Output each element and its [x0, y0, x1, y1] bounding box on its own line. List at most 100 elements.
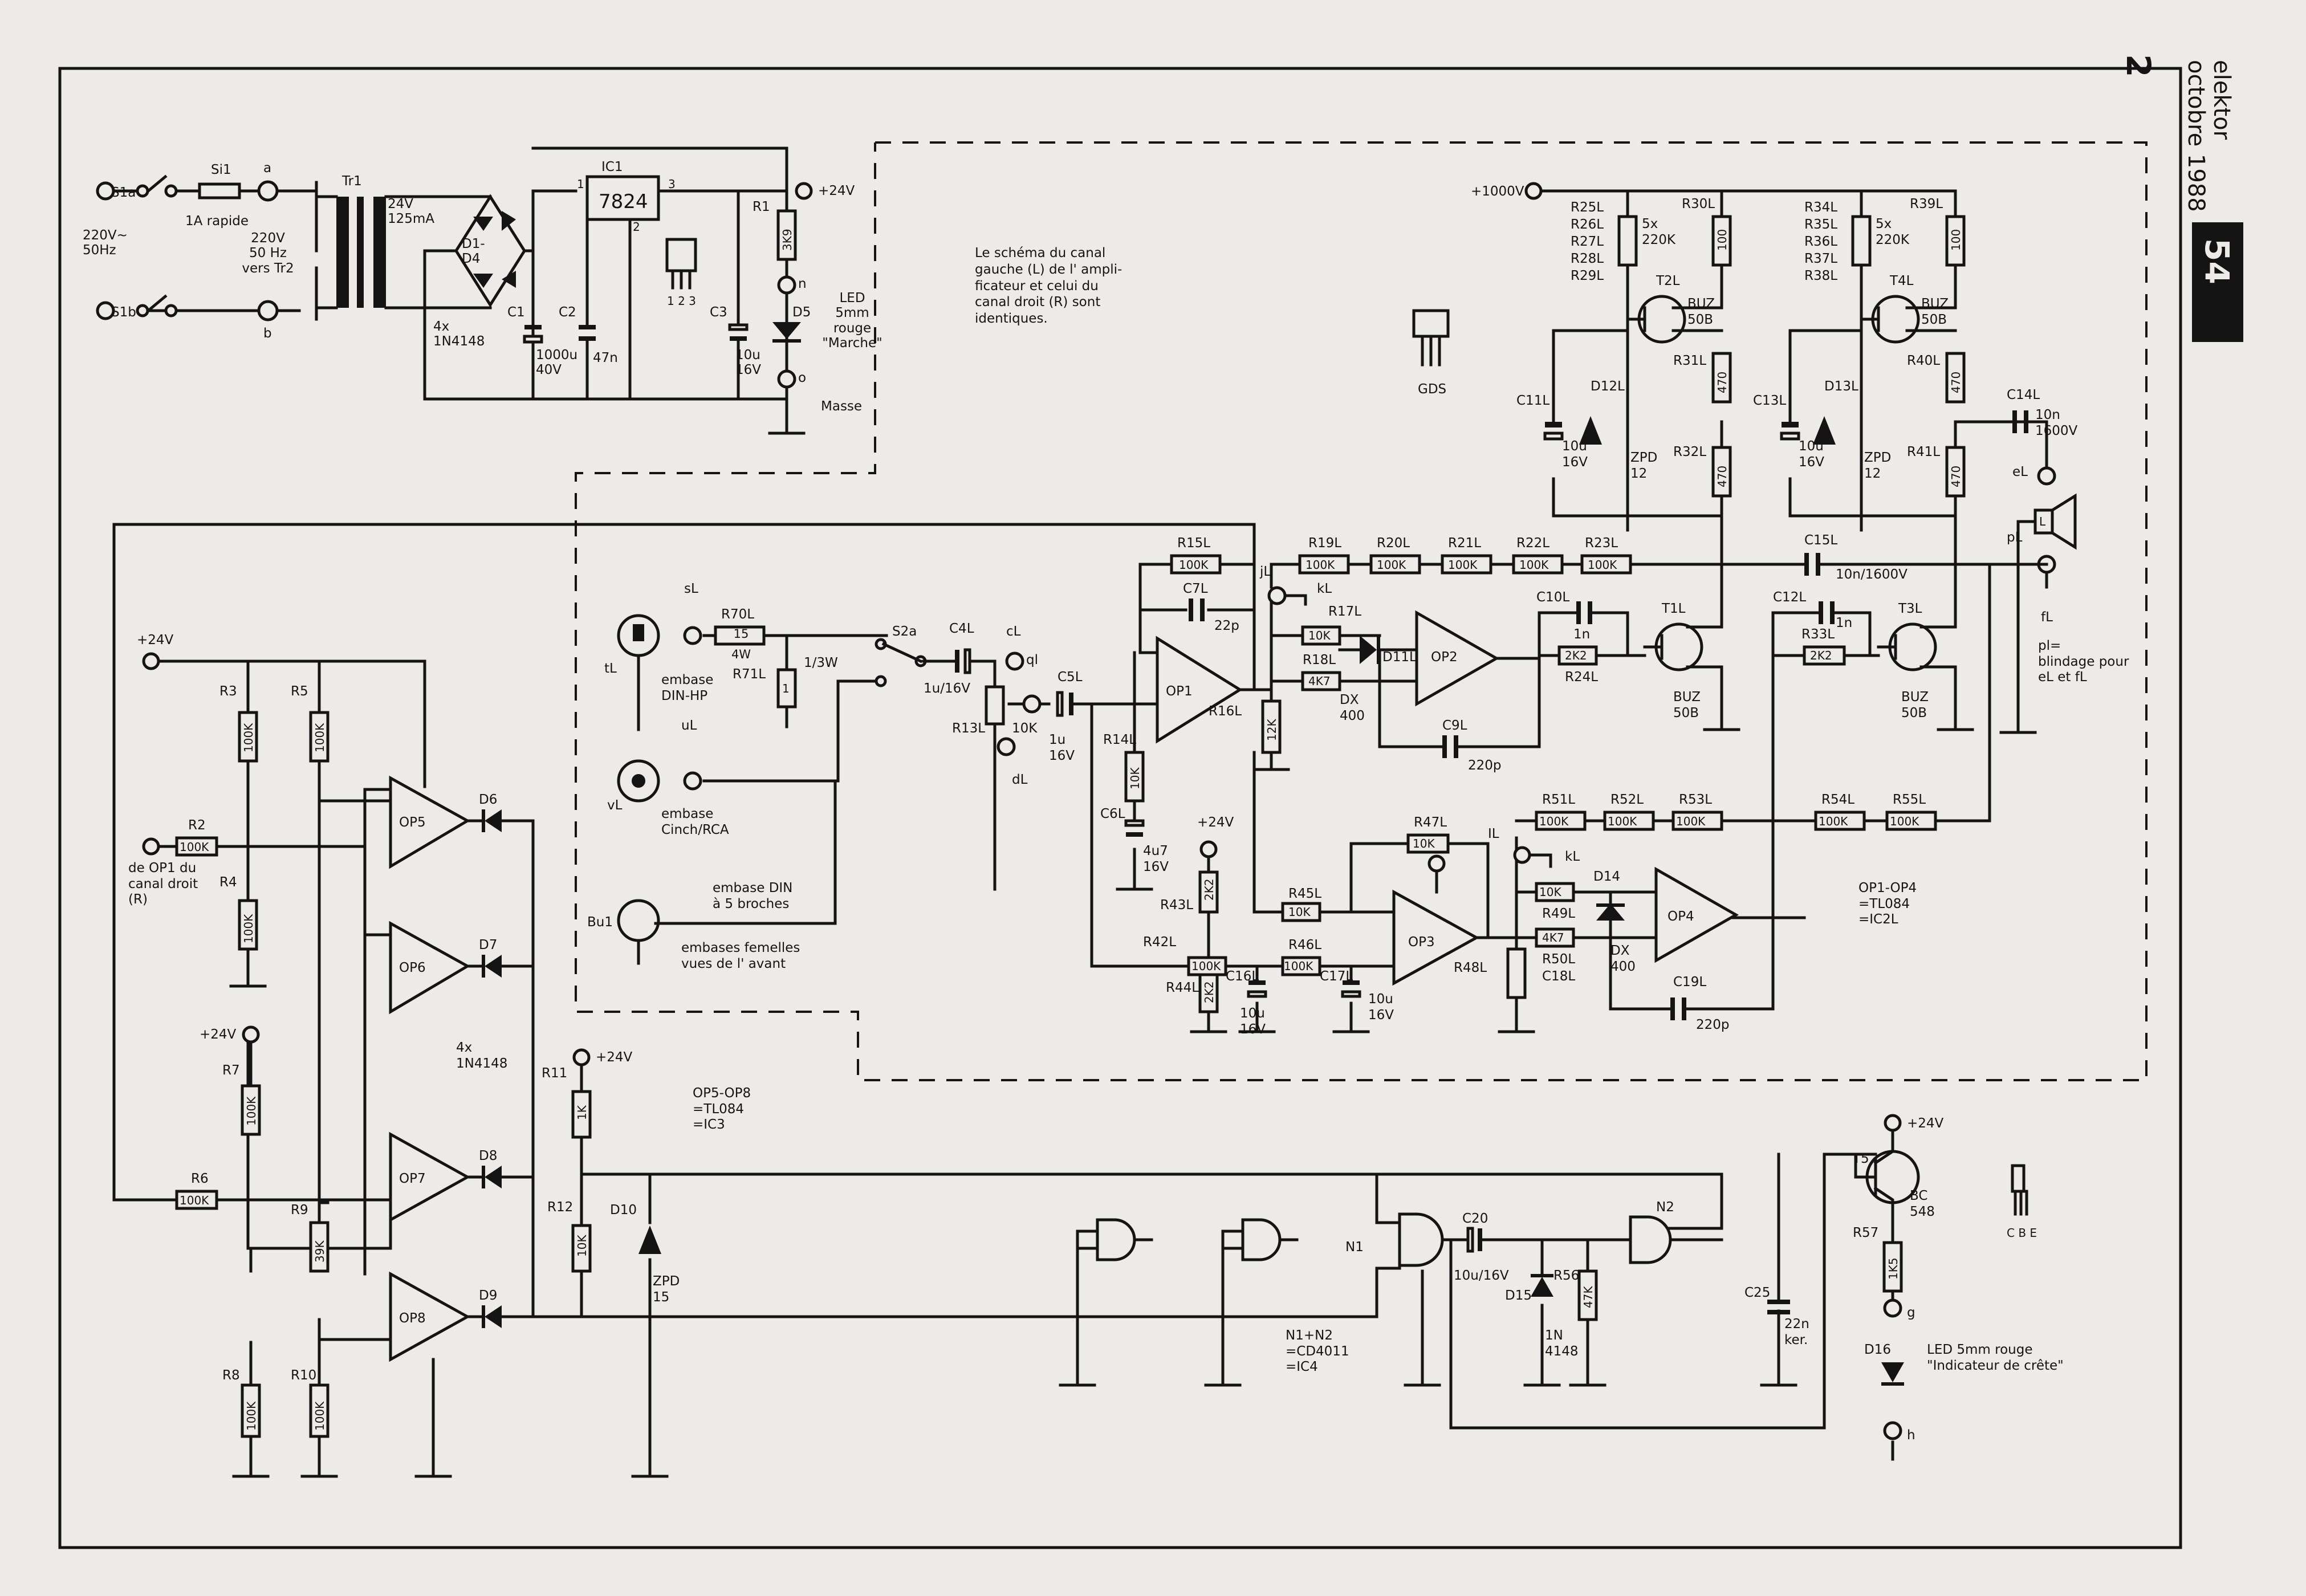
label-r70: R70L	[721, 607, 754, 622]
label-bridge: D1- D4	[462, 237, 485, 266]
label-ic1-pin1: 1	[577, 177, 584, 191]
label-c6-val: 4u7 16V	[1143, 844, 1169, 874]
label-r15: R15L	[1177, 536, 1210, 551]
label-ic2-note: OP1-OP4 =TL084 =IC2L	[1858, 881, 1917, 927]
label-r14-val: 10K	[1128, 767, 1142, 789]
label-r46: R46L	[1288, 938, 1321, 952]
label-r8: R8	[222, 1368, 240, 1383]
label-r41: R41L	[1907, 445, 1940, 459]
label-ql: ql	[1026, 653, 1038, 667]
label-d5-desc: LED 5mm rouge "Marche"	[822, 291, 882, 351]
label-r18: R18L	[1303, 653, 1336, 667]
label-r19: R19L	[1308, 536, 1341, 551]
label-dx-d14: DX 400	[1610, 943, 1636, 974]
label-term-g: g	[1907, 1305, 1915, 1320]
label-shield-note: pl= blindage pour eL et fL	[2038, 638, 2129, 685]
label-c19-val: 220p	[1696, 1017, 1730, 1032]
label-r2-val: 100K	[180, 840, 209, 854]
label-pl: pL	[2007, 530, 2023, 545]
label-r3-val: 100K	[242, 723, 255, 752]
label-p-v24: +24V	[1197, 815, 1234, 830]
label-term-o: o	[798, 370, 806, 385]
peak-detector	[112, 523, 2028, 1478]
label-cl: cL	[1006, 624, 1021, 639]
label-r53-val: 100K	[1676, 815, 1706, 828]
label-r40: R40L	[1907, 353, 1940, 368]
label-op1: OP1	[1166, 684, 1193, 699]
label-term-h: h	[1907, 1428, 1915, 1443]
label-c1-val: 1000u 40V	[536, 348, 577, 377]
label-c17-val: 10u 16V	[1368, 992, 1394, 1023]
label-r46-val: 100K	[1284, 959, 1313, 973]
label-c13-val: 10u 16V	[1799, 439, 1824, 470]
label-d14: D14	[1593, 869, 1620, 884]
label-r32: R32L	[1673, 445, 1706, 459]
label-r16: R16L	[1209, 704, 1242, 719]
label-v24-supply: +24V	[818, 184, 855, 198]
label-cinch: embase Cinch/RCA	[661, 807, 729, 837]
label-t2: T2L	[1656, 274, 1680, 288]
label-r33: R33L	[1801, 627, 1835, 642]
label-d15-val: 1N 4148	[1545, 1328, 1579, 1359]
label-pinout: 1 2 3	[667, 294, 696, 308]
label-el: eL	[2012, 465, 2028, 479]
label-terminal-a: a	[263, 161, 271, 176]
label-r9-val: 39K	[313, 1240, 327, 1263]
label-d8: D8	[479, 1149, 497, 1163]
label-r44-val: 2K2	[1202, 981, 1216, 1003]
label-c10-val: 1n	[1573, 627, 1590, 642]
label-vl: vL	[607, 798, 623, 813]
label-ic4-note: N1+N2 =CD4011 =IC4	[1286, 1328, 1349, 1374]
labels: S1a S1b Si1 1A rapide a b Tr1 IC1 7824 1…	[111, 160, 2053, 1443]
label-secondary: 24V 125mA	[388, 197, 434, 226]
label-r3: R3	[219, 684, 237, 699]
label-c20-val: 10u/16V	[1454, 1268, 1509, 1283]
label-s1b: S1b	[111, 305, 136, 320]
channel-dashed-outline	[575, 141, 2148, 1081]
label-r50: R50L	[1542, 952, 1575, 967]
label-r4: R4	[219, 875, 237, 890]
label-r71-val: 1	[782, 682, 790, 695]
label-c7-val: 22p	[1214, 618, 1239, 633]
label-r71: R71L	[733, 667, 766, 682]
label-c3-val: 10u 16V	[735, 348, 761, 377]
label-s2a: S2a	[892, 624, 917, 639]
label-r7: R7	[222, 1063, 240, 1078]
label-r52-val: 100K	[1608, 815, 1637, 828]
label-r17-val: 10K	[1308, 629, 1331, 642]
label-d10: D10	[610, 1203, 637, 1218]
page-number-tab: 54	[2192, 222, 2243, 342]
label-r12: R12	[547, 1200, 573, 1215]
label-sl: sL	[684, 581, 698, 596]
label-r30-val: 100	[1715, 229, 1729, 251]
label-r54-val: 100K	[1819, 815, 1848, 828]
label-c9-val: 220p	[1468, 758, 1502, 773]
label-c6: C6L	[1100, 807, 1125, 821]
label-r45-val: 10K	[1288, 905, 1311, 919]
label-c14-val: 10n 1600V	[2035, 408, 2077, 438]
label-r49: R49L	[1542, 906, 1575, 921]
label-r24: R24L	[1565, 670, 1598, 685]
label-r56-val: 47K	[1581, 1286, 1595, 1308]
label-r17: R17L	[1328, 604, 1361, 619]
label-term-n: n	[798, 276, 807, 291]
label-c12: C12L	[1773, 590, 1806, 605]
label-r10: R10	[291, 1368, 316, 1383]
label-r18-val: 4K7	[1308, 674, 1331, 688]
label-dl: dL	[1012, 772, 1028, 787]
label-r48: R48L	[1454, 960, 1487, 975]
label-r23: R23L	[1585, 536, 1618, 551]
label-cbe: C B E	[2007, 1226, 2037, 1240]
label-t3-type: BUZ 50B	[1901, 690, 1929, 720]
label-c15-val: 10n/1600V	[1836, 567, 1908, 582]
label-chain-r21-val: 100K	[1448, 558, 1478, 572]
label-chain-r23-val: 100K	[1588, 558, 1617, 572]
label-kl: kL	[1317, 581, 1332, 596]
label-bridge-diodes: 4x 1N4148	[433, 319, 485, 349]
hv-output-stage	[1284, 182, 2077, 734]
label-c10: C10L	[1536, 590, 1569, 605]
label-r50-val: 4K7	[1542, 931, 1564, 944]
label-v24c: +24V	[200, 1027, 237, 1042]
label-speaker-l: L	[2039, 515, 2046, 528]
label-r55: R55L	[1893, 792, 1926, 807]
